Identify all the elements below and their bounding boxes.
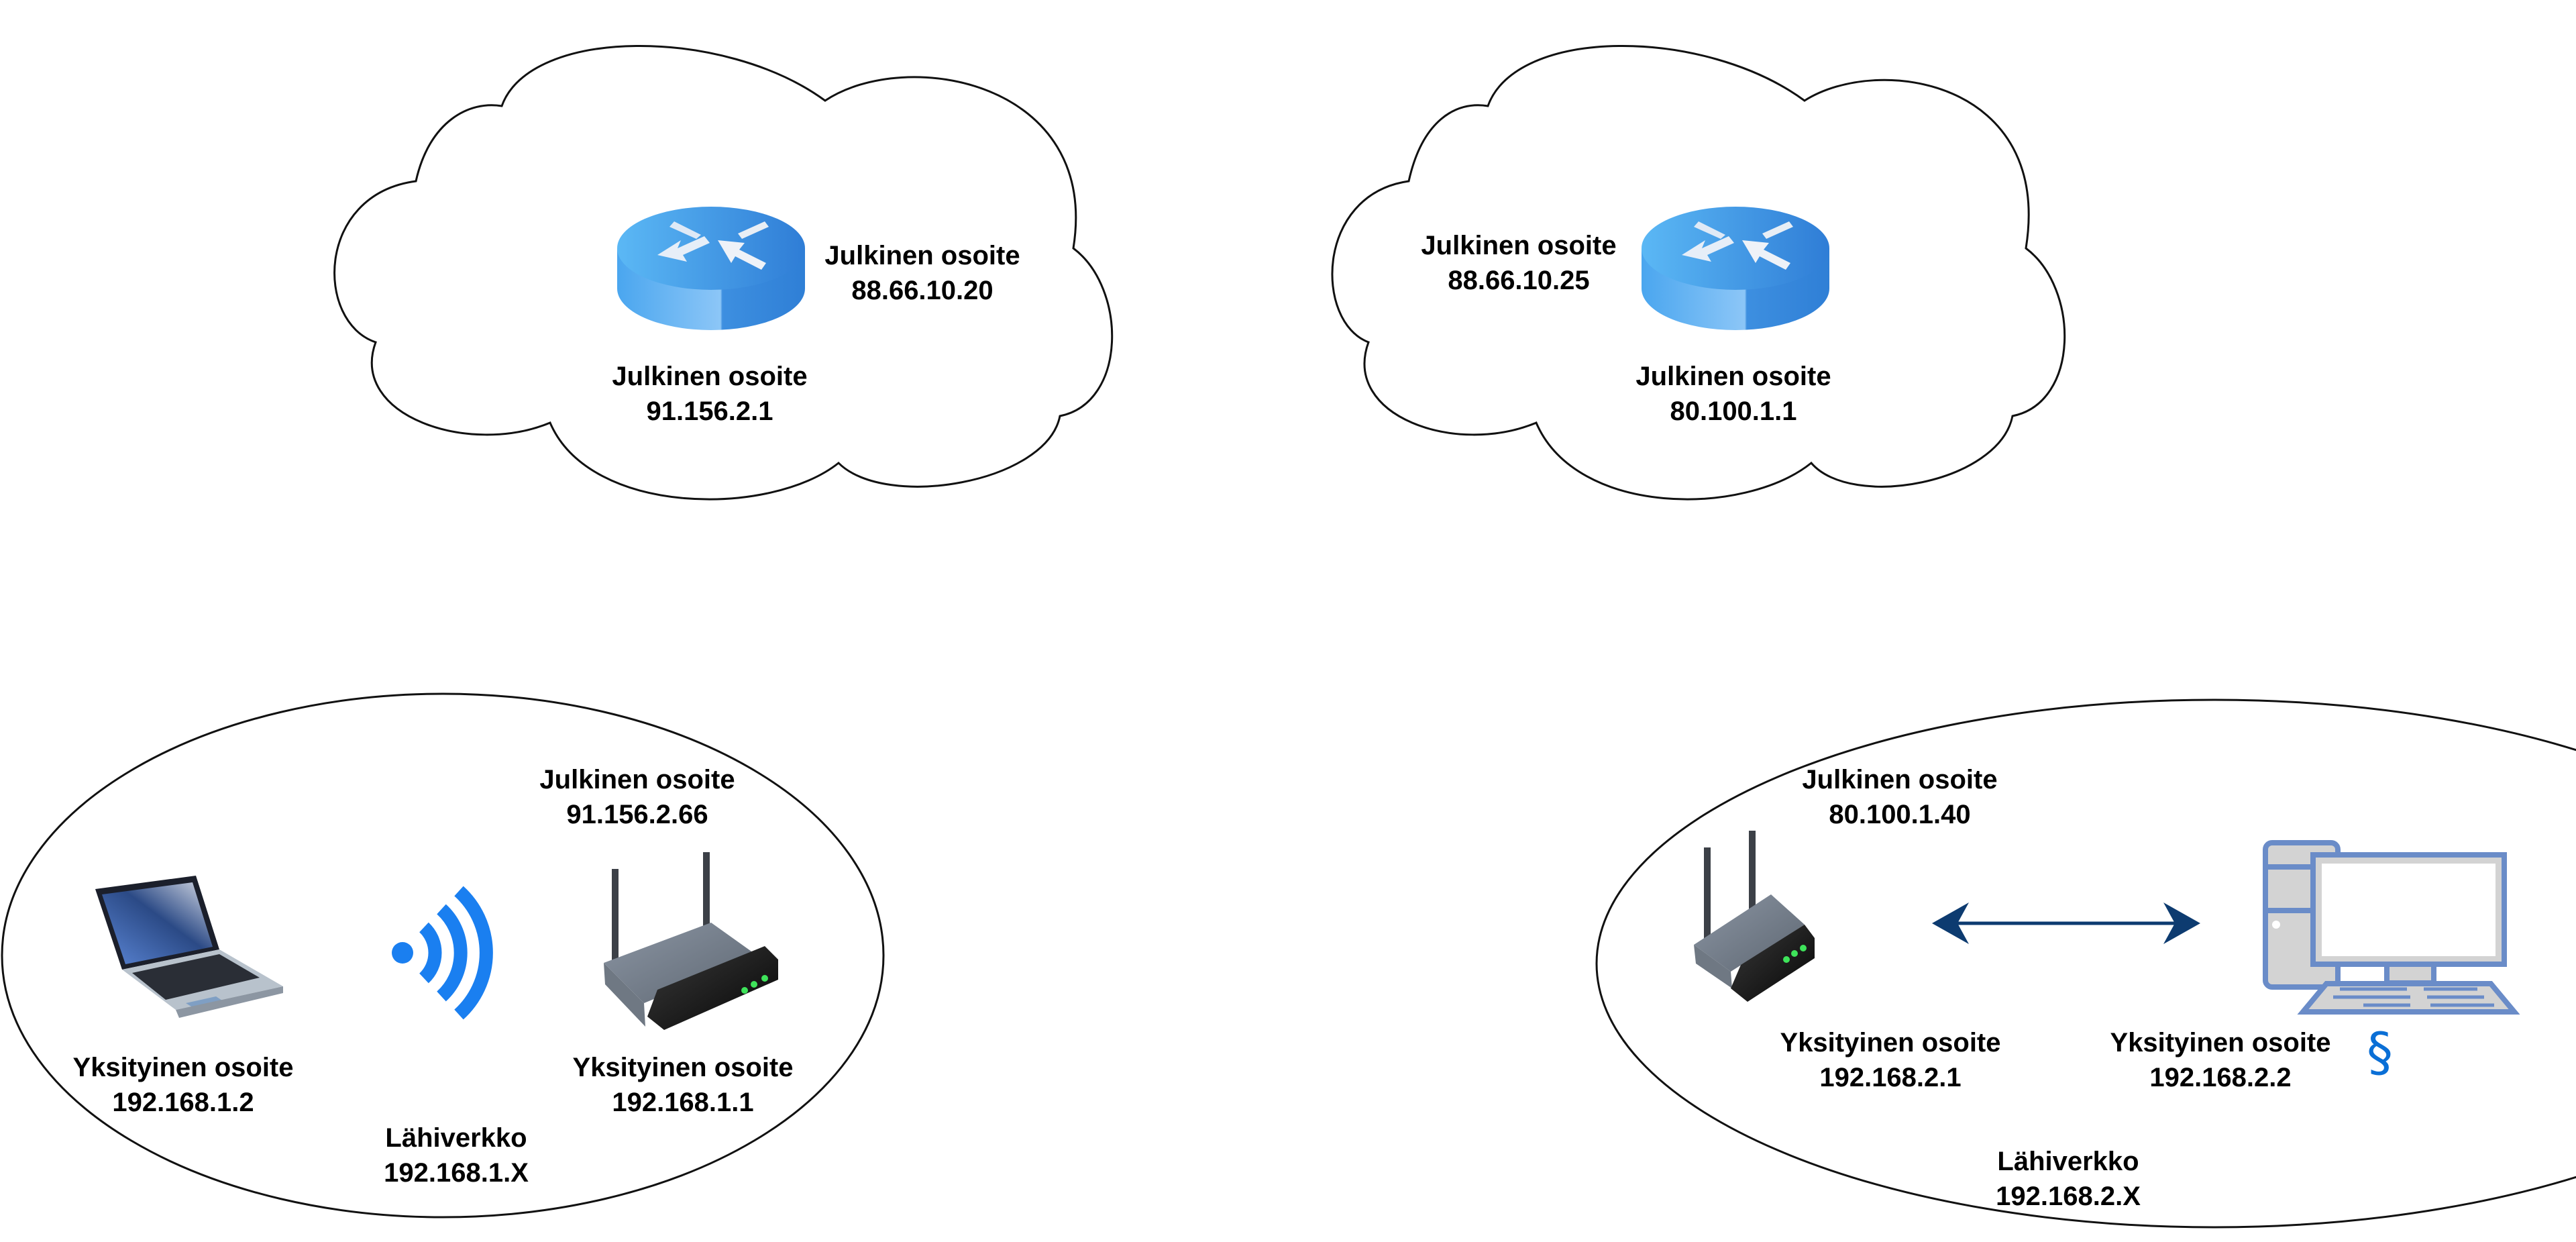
network-title: Lähiverkko [385, 1123, 527, 1153]
address-title: Julkinen osoite [824, 241, 1020, 270]
lan-2-router-public-address: Julkinen osoite 80.100.1.40 [1802, 762, 1997, 832]
lan-1-laptop-private-address: Yksityinen osoite 192.168.1.2 [73, 1050, 294, 1120]
ip-address: 80.100.1.40 [1829, 800, 1971, 829]
lan-2-desktop-private-address: Yksityinen osoite 192.168.2.2 [2110, 1025, 2331, 1095]
isp-2-public-address-south: Julkinen osoite 80.100.1.1 [1635, 359, 1831, 429]
isp-router-icon [1642, 207, 1829, 330]
lan-1-boundary [1, 692, 885, 1219]
network-title: Lähiverkko [1997, 1147, 2139, 1176]
address-title: Julkinen osoite [539, 765, 735, 794]
isp-2-public-address-west: Julkinen osoite 88.66.10.25 [1421, 228, 1616, 298]
isp-router-icon [617, 207, 805, 330]
ip-address: 88.66.10.25 [1448, 266, 1590, 295]
network-range: 192.168.2.X [1996, 1182, 2141, 1211]
ip-address: 192.168.1.1 [612, 1088, 754, 1117]
wireless-router-icon [1694, 831, 1815, 1002]
address-title: Yksityinen osoite [1780, 1028, 2001, 1057]
ip-address: 88.66.10.20 [851, 276, 994, 305]
ip-address: 192.168.2.2 [2149, 1063, 2292, 1092]
ip-address: 192.168.2.1 [1819, 1063, 1962, 1092]
lan-2-boundary [1595, 698, 2576, 1229]
address-title: Julkinen osoite [1802, 765, 1998, 794]
wifi-signal-icon [392, 886, 493, 1020]
address-title: Yksityinen osoite [2110, 1028, 2331, 1057]
network-range: 192.168.1.X [384, 1158, 529, 1188]
lan-1-router-private-address: Yksityinen osoite 192.168.1.1 [573, 1050, 794, 1120]
lan-1-network-label: Lähiverkko 192.168.1.X [384, 1121, 529, 1190]
address-title: Julkinen osoite [1421, 231, 1617, 260]
ip-address: 192.168.1.2 [112, 1088, 254, 1117]
lan-1-router-public-address: Julkinen osoite 91.156.2.66 [539, 762, 735, 832]
laptop-icon [95, 876, 283, 1018]
isp-1-public-address-south: Julkinen osoite 91.156.2.1 [612, 359, 807, 429]
desktop-computer-icon [2263, 840, 2520, 1015]
ip-address: 91.156.2.1 [646, 397, 773, 426]
ip-address: 91.156.2.66 [566, 800, 708, 829]
address-title: Julkinen osoite [612, 362, 808, 391]
lan-2-router-private-address: Yksityinen osoite 192.168.2.1 [1780, 1025, 2001, 1095]
address-title: Yksityinen osoite [572, 1053, 794, 1082]
section-mark-icon: § [2367, 1023, 2393, 1083]
ip-address: 80.100.1.1 [1670, 397, 1797, 426]
address-title: Yksityinen osoite [72, 1053, 294, 1082]
isp-1-public-address-east: Julkinen osoite 88.66.10.20 [824, 238, 1020, 308]
wireless-router-icon [604, 852, 778, 1030]
bidirectional-arrow [1932, 902, 2200, 944]
address-title: Julkinen osoite [1635, 362, 1831, 391]
lan-2-network-label: Lähiverkko 192.168.2.X [1996, 1144, 2141, 1214]
